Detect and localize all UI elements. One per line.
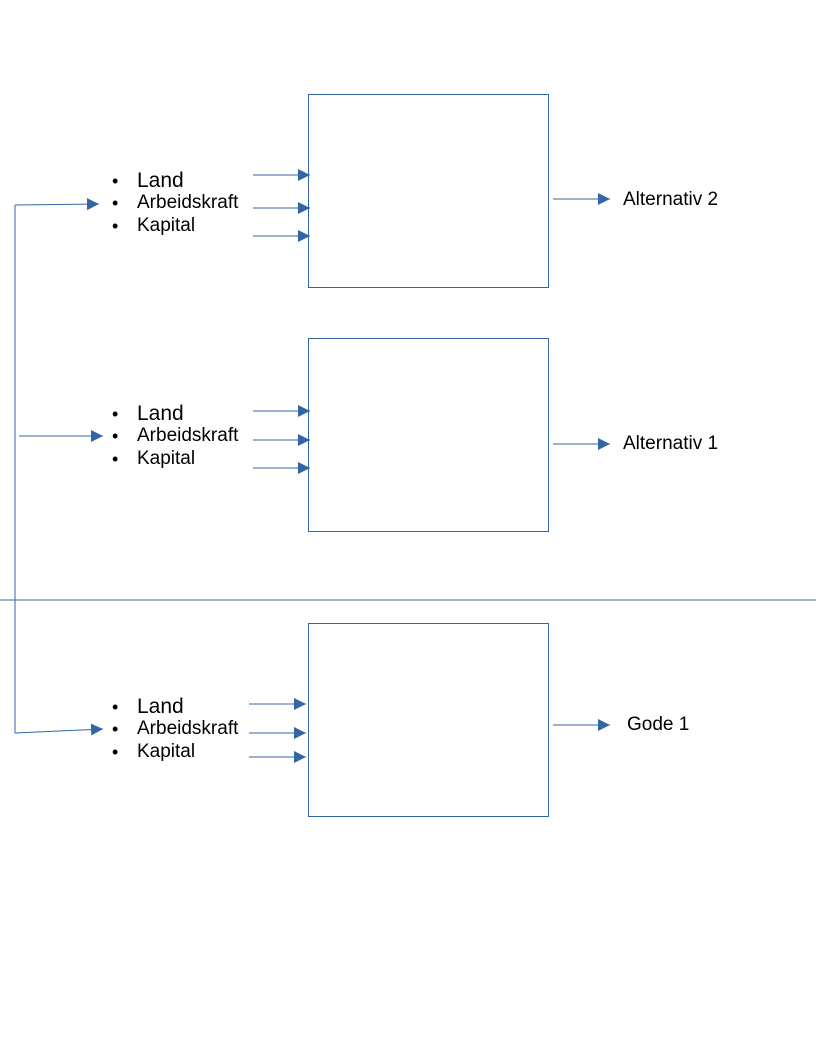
bullet-icon: • <box>112 404 119 424</box>
arrow-to-group-bottom <box>14 723 104 736</box>
input-item: • Land <box>112 403 238 426</box>
input-item: • Land <box>112 170 238 193</box>
bullet-icon: • <box>112 426 119 446</box>
bullet-icon: • <box>112 193 119 213</box>
input-item: • Land <box>112 696 238 719</box>
input-label: Arbeidskraft <box>137 192 239 213</box>
production-box-bottom <box>308 623 549 817</box>
input-label: Kapital <box>137 215 196 236</box>
bullet-icon: • <box>112 171 119 191</box>
production-box-top <box>308 94 549 288</box>
output-label: Gode 1 <box>627 714 690 735</box>
input-label: Land <box>137 169 184 192</box>
input-label: Arbeidskraft <box>137 425 239 446</box>
input-label: Kapital <box>137 448 196 469</box>
bullet-icon: • <box>112 697 119 717</box>
input-list-middle: • Land • Arbeidskraft • Kapital <box>112 403 238 472</box>
output-label: Alternativ 1 <box>623 433 719 454</box>
output-label: Alternativ 2 <box>623 189 719 210</box>
input-item: • Arbeidskraft <box>112 193 238 216</box>
bullet-icon: • <box>112 216 119 236</box>
input-item: • Kapital <box>112 742 238 765</box>
input-label: Kapital <box>137 741 196 762</box>
input-label: Arbeidskraft <box>137 718 239 739</box>
input-item: • Arbeidskraft <box>112 426 238 449</box>
production-box-middle <box>308 338 549 532</box>
input-item: • Kapital <box>112 449 238 472</box>
bullet-icon: • <box>112 742 119 762</box>
input-list-bottom: • Land • Arbeidskraft • Kapital <box>112 696 238 765</box>
arrow-to-group-top <box>14 198 100 211</box>
input-item: • Kapital <box>112 216 238 239</box>
input-label: Land <box>137 695 184 718</box>
bullet-icon: • <box>112 449 119 469</box>
input-label: Land <box>137 402 184 425</box>
input-item: • Arbeidskraft <box>112 719 238 742</box>
input-list-top: • Land • Arbeidskraft • Kapital <box>112 170 238 239</box>
bullet-icon: • <box>112 719 119 739</box>
